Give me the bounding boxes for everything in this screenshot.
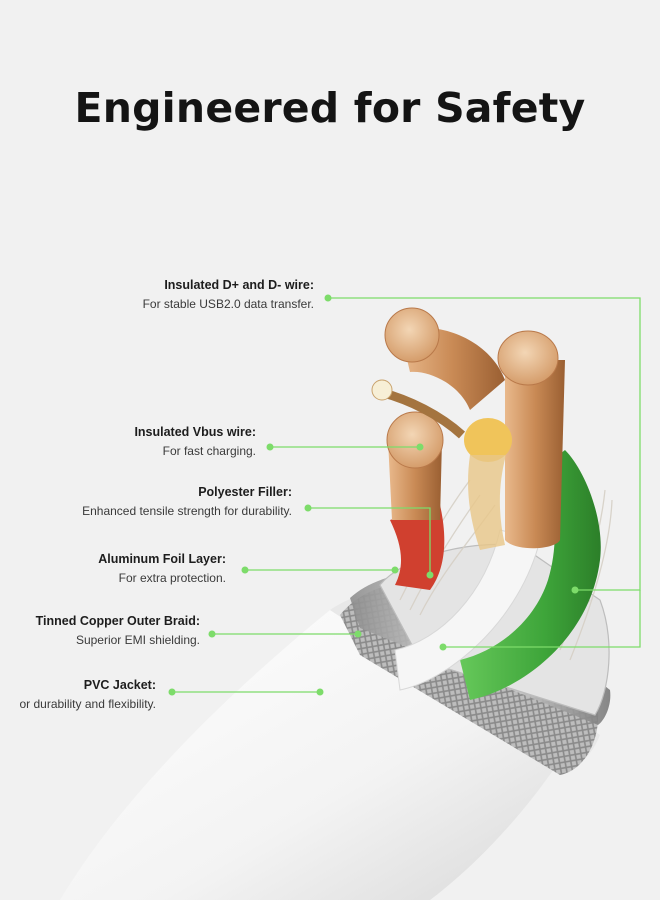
label-title: Insulated D+ and D- wire: xyxy=(164,278,314,292)
label-desc: or durability and flexibility. xyxy=(19,697,156,711)
label-aluminum-foil: Aluminum Foil Layer: For extra protectio… xyxy=(98,550,226,588)
label-polyester-filler: Polyester Filler: Enhanced tensile stren… xyxy=(82,483,292,521)
label-pvc-jacket: PVC Jacket: or durability and flexibilit… xyxy=(19,676,156,714)
label-dplus-dminus-wire: Insulated D+ and D- wire: For stable USB… xyxy=(143,276,314,314)
label-title: Aluminum Foil Layer: xyxy=(98,552,226,566)
copper-conductor-left-bent xyxy=(384,307,505,410)
label-title: Tinned Copper Outer Braid: xyxy=(35,614,200,628)
copper-conductor-right-tall xyxy=(497,330,565,549)
label-desc: For extra protection. xyxy=(118,571,226,585)
label-vbus-wire: Insulated Vbus wire: For fast charging. xyxy=(134,423,256,461)
label-title: Insulated Vbus wire: xyxy=(134,425,256,439)
red-wire-insulation xyxy=(390,505,445,590)
label-title: PVC Jacket: xyxy=(83,678,156,692)
label-desc: Superior EMI shielding. xyxy=(75,633,200,647)
stranded-core-wire xyxy=(464,418,512,550)
label-desc: For fast charging. xyxy=(162,444,256,458)
green-wire-insulation xyxy=(460,450,601,700)
thin-data-wire xyxy=(371,379,466,439)
callout-lines xyxy=(172,297,641,693)
callout-dots xyxy=(168,294,579,696)
label-tinned-copper-braid: Tinned Copper Outer Braid: Superior EMI … xyxy=(36,612,200,650)
label-desc: For stable USB2.0 data transfer. xyxy=(142,297,314,311)
label-desc: Enhanced tensile strength for durability… xyxy=(82,504,292,518)
copper-conductor-vbus xyxy=(386,411,444,520)
page-title: Engineered for Safety xyxy=(74,84,586,132)
label-title: Polyester Filler: xyxy=(198,485,292,499)
